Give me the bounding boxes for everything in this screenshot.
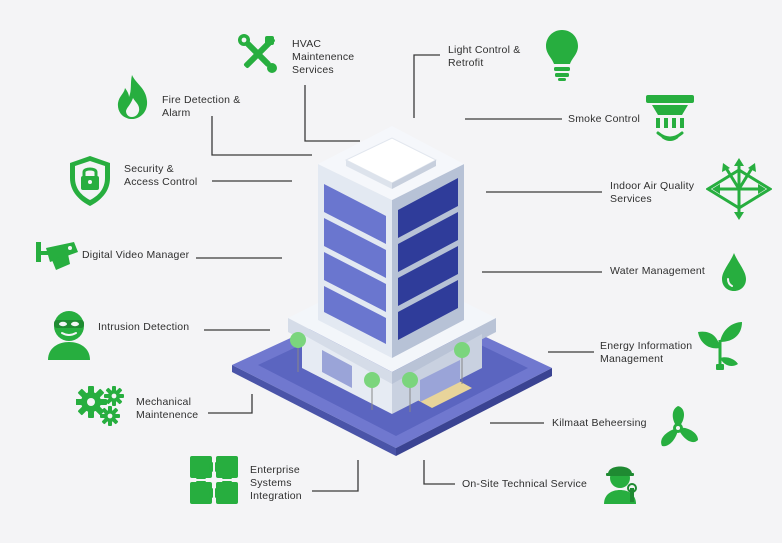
label-line: Water Management — [610, 265, 706, 277]
label-hvac: HVAC Maintenence Services — [292, 38, 354, 77]
label-line: Access Control — [124, 176, 198, 188]
label-mechanical: Mechanical Maintenence — [136, 396, 198, 422]
label-line: HVAC — [292, 38, 322, 50]
label-line: Systems — [250, 477, 292, 489]
label-line: Maintenence — [136, 409, 199, 421]
label-line: Digital Video Manager — [82, 249, 190, 261]
label-line: Alarm — [162, 107, 191, 119]
technician-icon — [600, 460, 640, 504]
label-line: Intrusion Detection — [98, 321, 190, 333]
air-flow-arrows-icon — [706, 158, 772, 220]
label-klimaat: Kilmaat Beheersing — [552, 417, 647, 430]
label-intrusion-detection: Intrusion Detection — [98, 321, 189, 334]
label-light-control: Light Control & Retrofit — [448, 44, 520, 70]
label-line: Light Control & — [448, 44, 521, 56]
label-enterprise-systems: Enterprise Systems Integration — [250, 464, 302, 503]
puzzle-pieces-icon — [188, 454, 240, 506]
label-security-access: Security & Access Control — [124, 163, 197, 189]
label-line: Mechanical — [136, 396, 192, 408]
plant-plug-icon — [696, 320, 744, 372]
label-line: On-Site Technical Service — [462, 478, 588, 490]
lightbulb-icon — [544, 28, 580, 82]
label-line: Kilmaat Beheersing — [552, 417, 647, 429]
shield-lock-icon — [68, 154, 112, 208]
connector-fire-detection — [211, 116, 312, 156]
label-line: Security & — [124, 163, 174, 175]
label-water-management: Water Management — [610, 265, 705, 278]
gears-icon — [76, 384, 128, 428]
label-line: Smoke Control — [568, 113, 641, 125]
connector-enterprise — [312, 460, 359, 492]
flame-icon — [116, 74, 150, 120]
label-line: Maintenence — [292, 51, 355, 63]
label-line: Enterprise — [250, 464, 300, 476]
label-indoor-air: Indoor Air Quality Services — [610, 180, 694, 206]
label-line: Integration — [250, 490, 302, 502]
label-line: Retrofit — [448, 57, 484, 69]
connector-lines — [196, 54, 602, 492]
wrench-screwdriver-icon — [238, 34, 278, 74]
label-smoke-control: Smoke Control — [568, 113, 640, 126]
fan-icon — [654, 404, 702, 452]
label-fire-detection: Fire Detection & Alarm — [162, 94, 240, 120]
label-line: Management — [600, 353, 664, 365]
cctv-camera-icon — [34, 240, 78, 276]
label-line: Fire Detection & — [162, 94, 241, 106]
smoke-detector-icon — [644, 93, 696, 145]
label-onsite-service: On-Site Technical Service — [462, 478, 587, 491]
label-line: Energy Information — [600, 340, 693, 352]
label-energy-information: Energy Information Management — [600, 340, 692, 366]
label-line: Indoor Air Quality — [610, 180, 695, 192]
water-drop-icon — [720, 251, 748, 293]
connector-light-control — [413, 54, 440, 118]
connector-onsite — [423, 460, 455, 485]
connector-mechanical — [208, 394, 253, 414]
label-line: Services — [292, 64, 334, 76]
masked-intruder-icon — [44, 308, 94, 360]
label-line: Services — [610, 193, 652, 205]
connector-hvac — [304, 85, 360, 142]
building-illustration — [232, 126, 552, 456]
label-digital-video: Digital Video Manager — [82, 249, 189, 262]
